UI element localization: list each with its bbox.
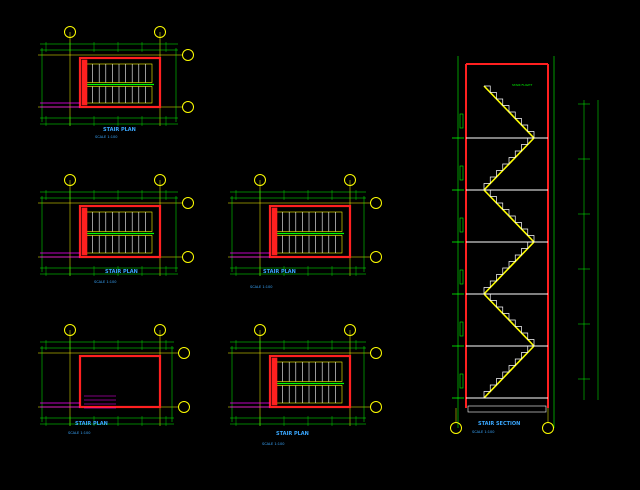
stair-plan-2 [38,174,194,276]
caption-title: STAIR PLAN [276,431,309,437]
door-mark [459,113,464,129]
caption-title: STAIR SECTION [478,421,520,427]
grid-bubble [178,347,190,359]
section-steps [484,85,535,138]
door-mark [459,269,464,285]
stair-plan-5 [228,324,382,426]
grid-bubble [182,197,194,209]
stair-wall [78,204,162,259]
grid-bubble [370,197,382,209]
landing-edge [271,207,278,256]
grid-bubble [254,174,266,186]
section-footing [467,405,547,413]
landing-edge [81,207,88,256]
grid-bubble [178,401,190,413]
caption-plan-1: STAIR PLAN SCALE 1:100 [95,127,136,139]
door-mark [459,373,464,389]
caption-title: STAIR PLAN [105,269,138,275]
caption-title: STAIR PLAN [75,421,108,427]
grid-bubble [154,324,166,336]
grid-bubble [182,101,194,113]
grid-bubble [154,174,166,186]
caption-plan-3: STAIR PLAN SCALE 1:100 [250,269,296,289]
caption-subtitle: SCALE 1:100 [95,135,117,139]
grid-bubble [64,174,76,186]
caption-subtitle: SCALE 1:100 [250,285,272,289]
grid-bubble [182,49,194,61]
caption-plan-4: STAIR PLAN SCALE 1:100 [68,421,108,435]
caption-plan-5: STAIR PLAN SCALE 1:100 [262,431,309,446]
grid-bubble [370,347,382,359]
grid-bubble [542,422,554,434]
caption-section: STAIR SECTION SCALE 1:100 [472,421,520,434]
grid-bubble [450,422,462,434]
grid-bubble [344,174,356,186]
section-steps [483,345,534,398]
caption-subtitle: SCALE 1:100 [94,280,116,284]
grid-bubble [254,324,266,336]
caption-title: STAIR PLAN [263,269,296,275]
grid-bubble [370,401,382,413]
grid-bubble [154,26,166,38]
landing-edge [81,59,88,106]
grid-bubble [182,251,194,263]
caption-subtitle: SCALE 1:100 [472,430,494,434]
caption-subtitle: SCALE 1:100 [68,431,90,435]
door-mark [459,165,464,181]
stair-wall [78,56,162,109]
grid-bubble [64,26,76,38]
caption-subtitle: SCALE 1:100 [262,442,284,446]
stair-section [450,56,599,434]
stair-wall [268,354,352,409]
landing-edge [271,357,278,406]
stair-wall [78,354,162,409]
stair-plan-4 [38,324,190,426]
door-mark [459,321,464,337]
stair-wall [268,204,352,259]
section-steps [483,241,534,294]
stair-plan-1 [38,26,194,126]
grid-bubble [344,324,356,336]
stair-plans-group [38,26,382,426]
section-top-note: STAIR FLIGHT [512,83,532,87]
section-steps [484,189,535,242]
section-steps [483,137,534,190]
caption-title: STAIR PLAN [103,127,136,133]
stair-plan-3 [228,174,382,276]
grid-bubble [370,251,382,263]
caption-plan-2: STAIR PLAN SCALE 1:100 [94,269,138,284]
grid-bubble [64,324,76,336]
door-mark [459,217,464,233]
section-steps [484,293,535,346]
